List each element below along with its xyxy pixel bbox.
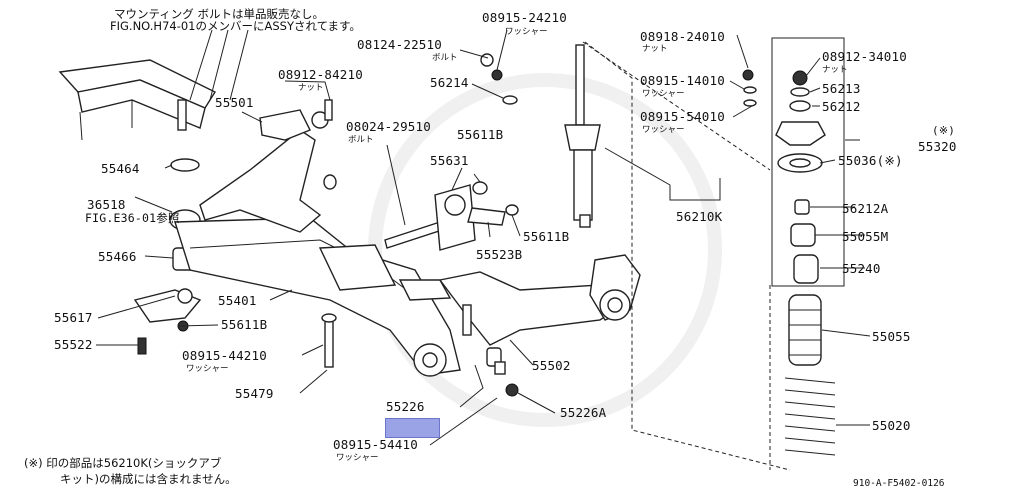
label-55466: 55466 (98, 249, 137, 264)
label-55523b: 55523B (476, 247, 523, 262)
label-56212: 56212 (822, 99, 861, 114)
label-55464: 55464 (101, 161, 140, 176)
label-55631: 55631 (430, 153, 469, 168)
label-55401: 55401 (218, 293, 257, 308)
sub-washer-5: ワッシャー (642, 125, 685, 135)
label-08915-54410: 08915-54410 (333, 437, 418, 452)
label-08918-24010: 08918-24010 (640, 29, 725, 44)
label-56210k: 56210K (676, 209, 723, 224)
asterisk-mark: (※) (932, 124, 956, 137)
label-55522: 55522 (54, 337, 93, 352)
label-55479: 55479 (235, 386, 274, 401)
bottom-note-line-2: キット)の構成には含まれません。 (60, 472, 237, 486)
label-55226: 55226 (386, 399, 425, 414)
sub-nut-2: ナット (642, 44, 668, 54)
label-56212a: 56212A (842, 201, 889, 216)
label-55055m: 55055M (842, 229, 889, 244)
highlight-box (385, 418, 440, 438)
label-08912-34010: 08912-34010 (822, 49, 907, 64)
label-55502: 55502 (532, 358, 571, 373)
label-36518: 36518 (87, 197, 126, 212)
label-55501: 55501 (215, 95, 254, 110)
note-line-2: FIG.NO.H74-01のメンバーにASSYされてます。 (110, 19, 361, 33)
label-55611b-low: 55611B (221, 317, 268, 332)
label-56214: 56214 (430, 75, 469, 90)
label-08915-14010: 08915-14010 (640, 73, 725, 88)
note-line-1: マウンティング ボルトは単品販売なし。 (114, 7, 324, 21)
label-08915-44210: 08915-44210 (182, 348, 267, 363)
sub-washer-3: ワッシャー (336, 453, 379, 463)
label-55036: 55036(※) (838, 153, 903, 168)
label-55226a: 55226A (560, 405, 607, 420)
label-55611b-top: 55611B (457, 127, 504, 142)
sub-nut-1: ナット (298, 83, 324, 93)
label-55617: 55617 (54, 310, 93, 325)
label-55320: 55320 (918, 139, 957, 154)
sub-washer-2: ワッシャー (186, 364, 229, 374)
label-08124-22510: 08124-22510 (357, 37, 442, 52)
sub-bolt-1: ボルト (432, 53, 458, 63)
label-08915-54010: 08915-54010 (640, 109, 725, 124)
label-55240: 55240 (842, 261, 881, 276)
bottom-note-line-1: (※) 印の部品は56210K(ショックアブ (24, 456, 222, 470)
label-55020: 55020 (872, 418, 911, 433)
diagram-code: 910-A-F5402-0126 (853, 478, 945, 489)
label-55055: 55055 (872, 329, 911, 344)
sub-bolt-2: ボルト (348, 135, 374, 145)
label-08915-24210: 08915-24210 (482, 10, 567, 25)
label-55611b-mid: 55611B (523, 229, 570, 244)
label-56213: 56213 (822, 81, 861, 96)
sub-washer-4: ワッシャー (642, 89, 685, 99)
label-08024-29510: 08024-29510 (346, 119, 431, 134)
sub-washer-1: ワッシャー (505, 27, 548, 37)
label-08912-84210: 08912-84210 (278, 67, 363, 82)
sub-nut-3: ナット (822, 65, 848, 75)
label-fig-e36: FIG.E36-01参照 (85, 211, 180, 225)
